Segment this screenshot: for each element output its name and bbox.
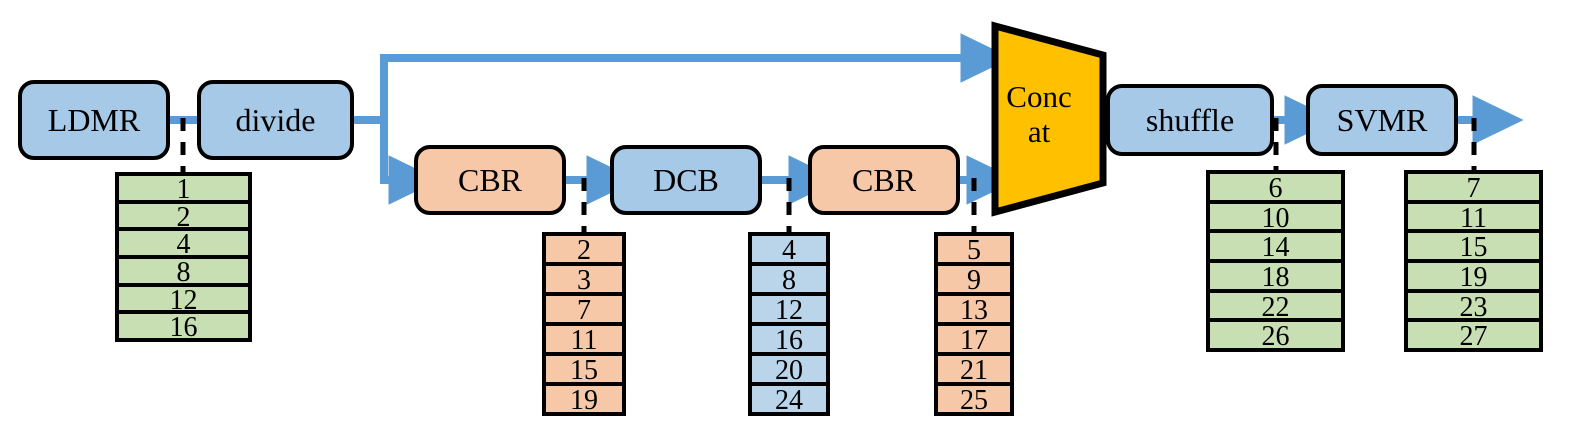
stack-svmr-out: 7 11 15 19 23 27: [1404, 170, 1543, 352]
node-cbr-2-label: CBR: [851, 161, 917, 198]
stack-cell: 21: [938, 356, 1010, 386]
stack-cell: 19: [1408, 263, 1539, 293]
stack-ldmr-out: 1 2 4 8 12 16: [115, 172, 252, 342]
node-concat-label: Conc at: [1006, 79, 1072, 149]
stack-shuffle-out: 6 10 14 18 22 26: [1206, 170, 1345, 352]
stack-cell: 17: [938, 326, 1010, 356]
stack-cell: 2: [546, 236, 622, 266]
stack-cell: 15: [1408, 233, 1539, 264]
stack-cell: 10: [1210, 203, 1341, 234]
stack-cell: 7: [546, 296, 622, 326]
stack-cell: 11: [1408, 203, 1539, 234]
node-ldmr[interactable]: LDMR: [18, 80, 170, 160]
stack-cell: 3: [546, 266, 622, 296]
node-dcb-label: DCB: [653, 161, 719, 198]
stack-cell: 26: [1210, 322, 1341, 351]
stack-cell: 2: [119, 203, 248, 232]
stack-cell: 25: [938, 386, 1010, 415]
stack-cell: 19: [546, 386, 622, 415]
node-concat[interactable]: Conc at: [989, 20, 1109, 217]
node-dcb[interactable]: DCB: [610, 145, 762, 215]
stack-cell: 23: [1408, 292, 1539, 323]
node-cbr-1[interactable]: CBR: [414, 145, 566, 215]
node-ldmr-label: LDMR: [47, 101, 141, 138]
stack-cell: 12: [752, 296, 826, 326]
node-cbr-1-label: CBR: [457, 161, 523, 198]
wire-divide-to-cbr1: [380, 120, 440, 205]
node-divide[interactable]: divide: [197, 80, 354, 160]
stack-cell: 11: [546, 326, 622, 356]
stack-cell: 16: [119, 314, 248, 342]
node-cbr-2[interactable]: CBR: [808, 145, 960, 215]
stack-cell: 15: [546, 356, 622, 386]
node-shuffle[interactable]: shuffle: [1106, 84, 1274, 156]
stack-cbr2-out: 5 9 13 17 21 25: [934, 232, 1014, 416]
stack-cell: 6: [1210, 174, 1341, 204]
stack-cell: 18: [1210, 263, 1341, 293]
stack-cell: 13: [938, 296, 1010, 326]
wire-divide-to-concat: [352, 33, 1012, 124]
stack-cell: 5: [938, 236, 1010, 266]
stack-cell: 27: [1408, 322, 1539, 351]
stack-cell: 24: [752, 386, 826, 415]
stack-cell: 12: [119, 286, 248, 315]
stack-cell: 20: [752, 356, 826, 386]
stack-cell: 8: [119, 259, 248, 287]
stack-cell: 9: [938, 266, 1010, 296]
stack-cbr1-out: 2 3 7 11 15 19: [542, 232, 626, 416]
stack-cell: 1: [119, 176, 248, 204]
concat-shape: [991, 21, 1107, 217]
stack-cell: 7: [1408, 174, 1539, 204]
stack-cell: 16: [752, 326, 826, 356]
stack-cell: 4: [752, 236, 826, 266]
node-shuffle-label: shuffle: [1145, 101, 1235, 138]
stack-cell: 4: [119, 231, 248, 260]
stack-cell: 14: [1210, 233, 1341, 264]
stack-cell: 22: [1210, 292, 1341, 323]
stack-cell: 8: [752, 266, 826, 296]
stack-dcb-out: 4 8 12 16 20 24: [748, 232, 830, 416]
node-svmr[interactable]: SVMR: [1306, 84, 1458, 156]
node-svmr-label: SVMR: [1336, 101, 1428, 138]
node-divide-label: divide: [235, 101, 316, 138]
